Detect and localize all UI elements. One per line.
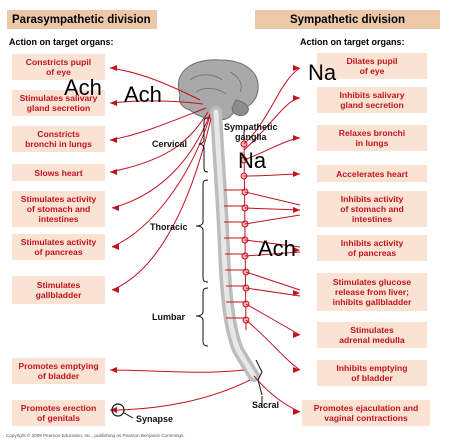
parasympathetic-header: Parasympathetic division (7, 10, 157, 29)
na-annotation-2: Na (238, 148, 267, 173)
sympathetic-header: Sympathetic division (255, 10, 440, 29)
lumbar-label: Lumbar (152, 312, 186, 322)
region-brackets (195, 117, 263, 408)
brain-illustration (177, 59, 259, 121)
thoracic-label: Thoracic (150, 222, 188, 232)
sympathetic-nerves (224, 67, 301, 413)
synapse-marker (111, 403, 134, 419)
na-annotation-1: Na (308, 60, 337, 85)
copyright-footer: Copyright © 2008 Pearson Education, Inc.… (6, 433, 185, 438)
para-target-heart: Slows heart (12, 164, 105, 181)
symp-target-heart: Accelerates heart (317, 165, 427, 182)
target-arrowheads (110, 65, 300, 415)
ganglia-label: Sympathetic ganglia (224, 122, 278, 142)
parasympathetic-nerves (109, 67, 251, 411)
ach-annotation-1: Ach (64, 75, 102, 100)
ach-annotation-3: Ach (258, 236, 296, 261)
symp-subhead: Action on target organs: (300, 37, 405, 47)
ach-annotation-2: Ach (124, 82, 162, 107)
synapse-label: Synapse (136, 414, 174, 424)
sacral-label: Sacral (252, 400, 280, 410)
para-subhead: Action on target organs: (9, 37, 114, 47)
cervical-label: Cervical (152, 139, 188, 149)
